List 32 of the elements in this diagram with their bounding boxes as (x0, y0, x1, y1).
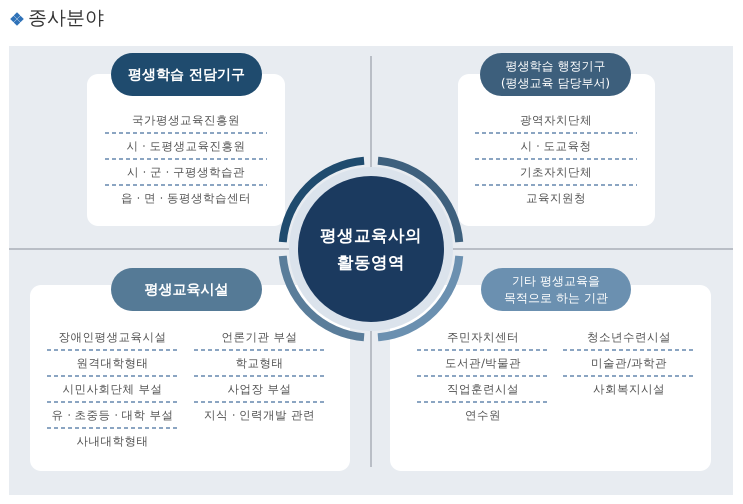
list-item: 원격대학형태 (76, 356, 148, 370)
list-item: 도서관/박물관 (445, 356, 521, 370)
heading-pill: 평생학습 행정기구 (평생교육 담당부서) (480, 53, 631, 96)
heading-pill: 평생학습 전담기구 (111, 53, 262, 96)
list-card (390, 285, 711, 471)
list-item: 기초자치단체 (520, 164, 592, 180)
list-item: 연수원 (465, 408, 501, 422)
list-item: 청소년수련시설 (587, 330, 671, 344)
list-item: 시 · 도평생교육진흥원 (126, 138, 246, 154)
heading-pill: 기타 평생교육을 목적으로 하는 기관 (481, 268, 631, 311)
list-item: 교육지원청 (526, 190, 586, 206)
section-title: 종사분야 (28, 6, 104, 30)
list-item: 직업훈련시설 (447, 382, 519, 396)
list-item: 국가평생교육진흥원 (132, 112, 240, 128)
list-item: 지식 · 인력개발 관련 (204, 408, 315, 422)
list-item: 시 · 군 · 구평생학습관 (127, 164, 245, 180)
list-item: 사내대학형태 (76, 434, 148, 448)
list-item: 주민자치센터 (447, 330, 519, 344)
list-item: 유 · 초중등 · 대학 부설 (52, 408, 174, 422)
list-item: 미술관/과학관 (591, 356, 667, 370)
list-item: 광역자치단체 (520, 112, 592, 128)
list-item: 시 · 도교육청 (520, 138, 592, 154)
list-item: 학교형태 (236, 356, 284, 370)
list-item: 사업장 부설 (228, 382, 292, 396)
list-card (30, 285, 350, 471)
list-item: 장애인평생교육시설 (58, 330, 166, 344)
list-item: 사회복지시설 (593, 382, 665, 396)
list-item: 언론기관 부설 (222, 330, 298, 344)
heading-pill: 평생교육시설 (111, 268, 262, 311)
list-item: 읍 · 면 · 동평생학습센터 (121, 190, 251, 206)
list-item: 시민사회단체 부설 (62, 382, 162, 396)
list-card (458, 74, 655, 226)
